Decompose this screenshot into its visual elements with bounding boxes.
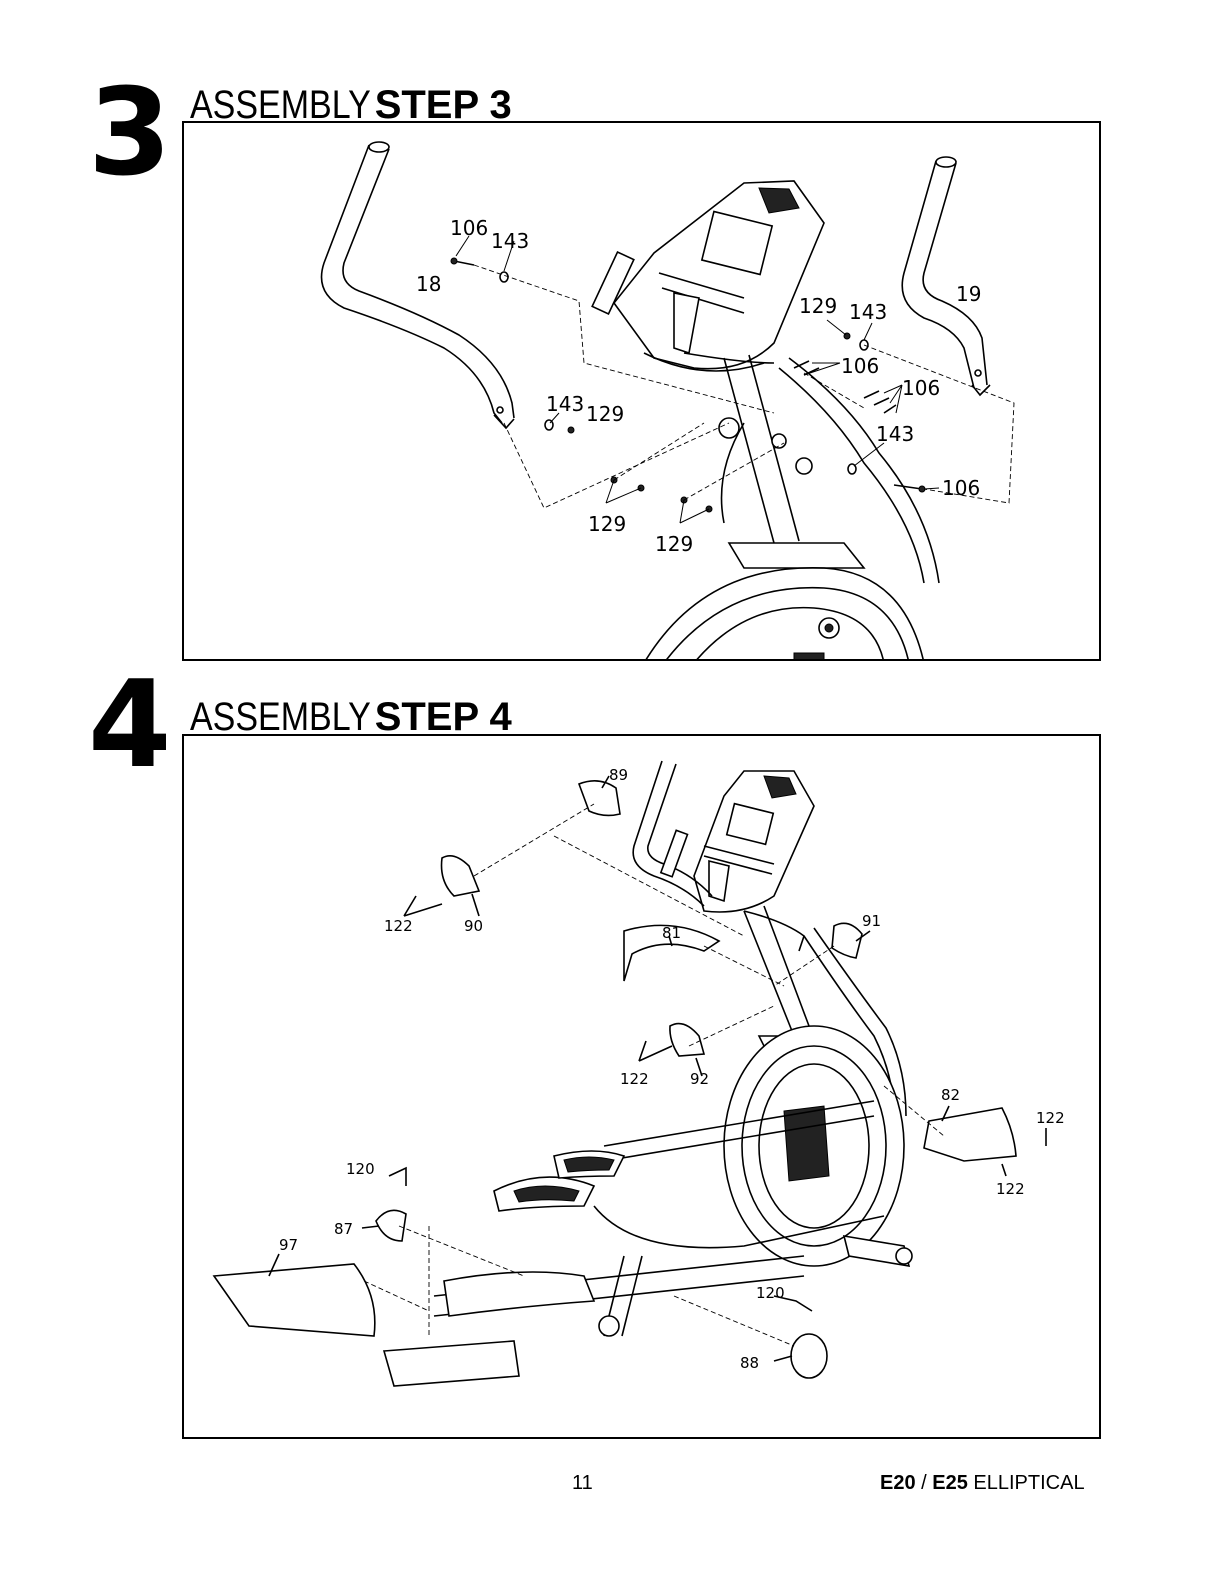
callout-143-right: 143 bbox=[849, 300, 887, 324]
cover-parts bbox=[214, 781, 1016, 1378]
callout-106-top: 106 bbox=[450, 216, 488, 240]
callout-143-top: 143 bbox=[491, 229, 529, 253]
part-89 bbox=[579, 781, 620, 816]
step-3-title-light: ASSEMBLY bbox=[190, 85, 371, 125]
callout-106-lower: 106 bbox=[942, 476, 980, 500]
callout-143-left: 143 bbox=[546, 392, 584, 416]
callout-97: 97 bbox=[279, 1236, 298, 1254]
callout-90: 90 bbox=[464, 917, 483, 935]
callout-122-b: 122 bbox=[620, 1070, 649, 1088]
callout-129-bottom1: 129 bbox=[588, 512, 626, 536]
part-82 bbox=[924, 1108, 1016, 1161]
callout-82: 82 bbox=[941, 1086, 960, 1104]
callout-129-right: 129 bbox=[799, 294, 837, 318]
step-3-diagram: 106 143 18 129 143 19 106 106 143 129 14… bbox=[184, 123, 1101, 661]
callout-89: 89 bbox=[609, 766, 628, 784]
console-unit bbox=[592, 181, 824, 371]
part-97 bbox=[214, 1264, 375, 1336]
callout-18: 18 bbox=[416, 272, 441, 296]
part-92 bbox=[670, 1024, 704, 1056]
callout-122-a: 122 bbox=[384, 917, 413, 935]
callout-88: 88 bbox=[740, 1354, 759, 1372]
model-separator: / bbox=[916, 1472, 933, 1494]
callout-106-mid1: 106 bbox=[841, 354, 879, 378]
step-4-diagram: 89 122 90 81 91 122 92 82 122 122 120 87… bbox=[184, 736, 1101, 1439]
callout-leaders bbox=[269, 776, 1046, 1361]
part-90 bbox=[442, 856, 480, 896]
callout-19: 19 bbox=[956, 282, 981, 306]
step-4-title: ASSEMBLYSTEP 4 bbox=[190, 697, 512, 737]
model-e25: E25 bbox=[932, 1472, 968, 1494]
part-88 bbox=[791, 1334, 827, 1378]
callout-143-lower: 143 bbox=[876, 422, 914, 446]
step-4-number: 4 bbox=[88, 666, 172, 786]
product-name: ELLIPTICAL bbox=[968, 1472, 1085, 1494]
callout-122-d: 122 bbox=[996, 1180, 1025, 1198]
machine-frame bbox=[384, 906, 912, 1386]
step-4-diagram-panel: 89 122 90 81 91 122 92 82 122 122 120 87… bbox=[182, 734, 1101, 1439]
callout-106-mid2: 106 bbox=[902, 376, 940, 400]
callout-81: 81 bbox=[662, 924, 681, 942]
step-4-title-bold: STEP 4 bbox=[375, 695, 512, 739]
step-4-title-light: ASSEMBLY bbox=[190, 697, 371, 737]
upright-frame bbox=[644, 353, 939, 661]
callout-129-left: 129 bbox=[586, 402, 624, 426]
right-handlebar-part-19 bbox=[902, 157, 990, 395]
callout-120-b: 120 bbox=[756, 1284, 785, 1302]
step-3-diagram-panel: 106 143 18 129 143 19 106 106 143 129 14… bbox=[182, 121, 1101, 661]
callout-129-bottom2: 129 bbox=[655, 532, 693, 556]
page-number: 11 bbox=[572, 1472, 593, 1495]
callout-120-a: 120 bbox=[346, 1160, 375, 1178]
step-3-number: 3 bbox=[88, 74, 172, 194]
callout-92: 92 bbox=[690, 1070, 709, 1088]
model-label: E20 / E25 ELLIPTICAL bbox=[880, 1472, 1085, 1495]
callout-91: 91 bbox=[862, 912, 881, 930]
part-87 bbox=[376, 1210, 406, 1241]
machine-console bbox=[633, 761, 814, 912]
callout-87: 87 bbox=[334, 1220, 353, 1238]
model-e20: E20 bbox=[880, 1472, 916, 1494]
callout-122-c: 122 bbox=[1036, 1109, 1065, 1127]
step-3-title: ASSEMBLYSTEP 3 bbox=[190, 85, 512, 125]
